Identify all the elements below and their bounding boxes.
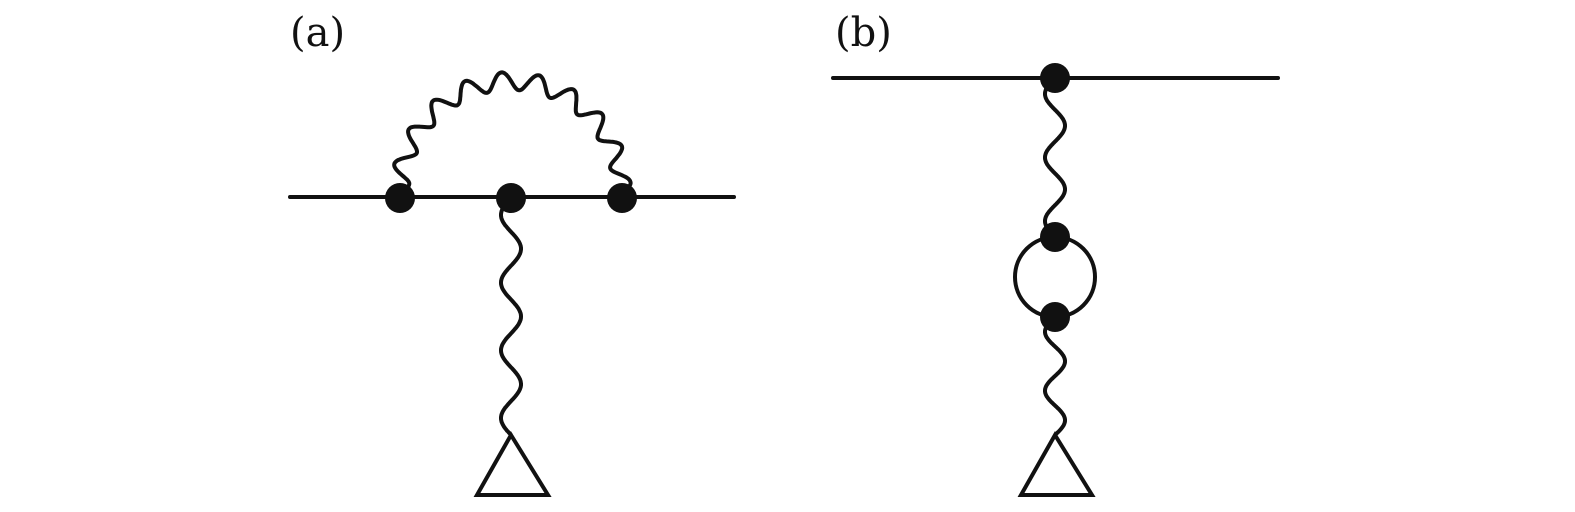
vertex-a-right: [607, 183, 637, 213]
photon-vertical-a: [499, 196, 523, 437]
panel-b-label: (b): [835, 10, 892, 56]
vertex-b-loop-bottom: [1040, 302, 1070, 332]
photon-upper-b: [1043, 76, 1067, 239]
source-triangle-b: [1017, 431, 1096, 497]
vertex-b-loop-top: [1040, 222, 1070, 252]
vertex-a-left: [385, 183, 415, 213]
vertex-b-top: [1040, 63, 1070, 93]
source-triangle-a: [473, 431, 552, 497]
panel-b: (b): [831, 10, 1280, 497]
photon-lower-b: [1043, 315, 1067, 437]
panel-a: (a): [288, 10, 736, 497]
vertex-a-middle: [496, 183, 526, 213]
photon-arc-a: [392, 70, 633, 194]
panel-a-label: (a): [290, 10, 345, 56]
